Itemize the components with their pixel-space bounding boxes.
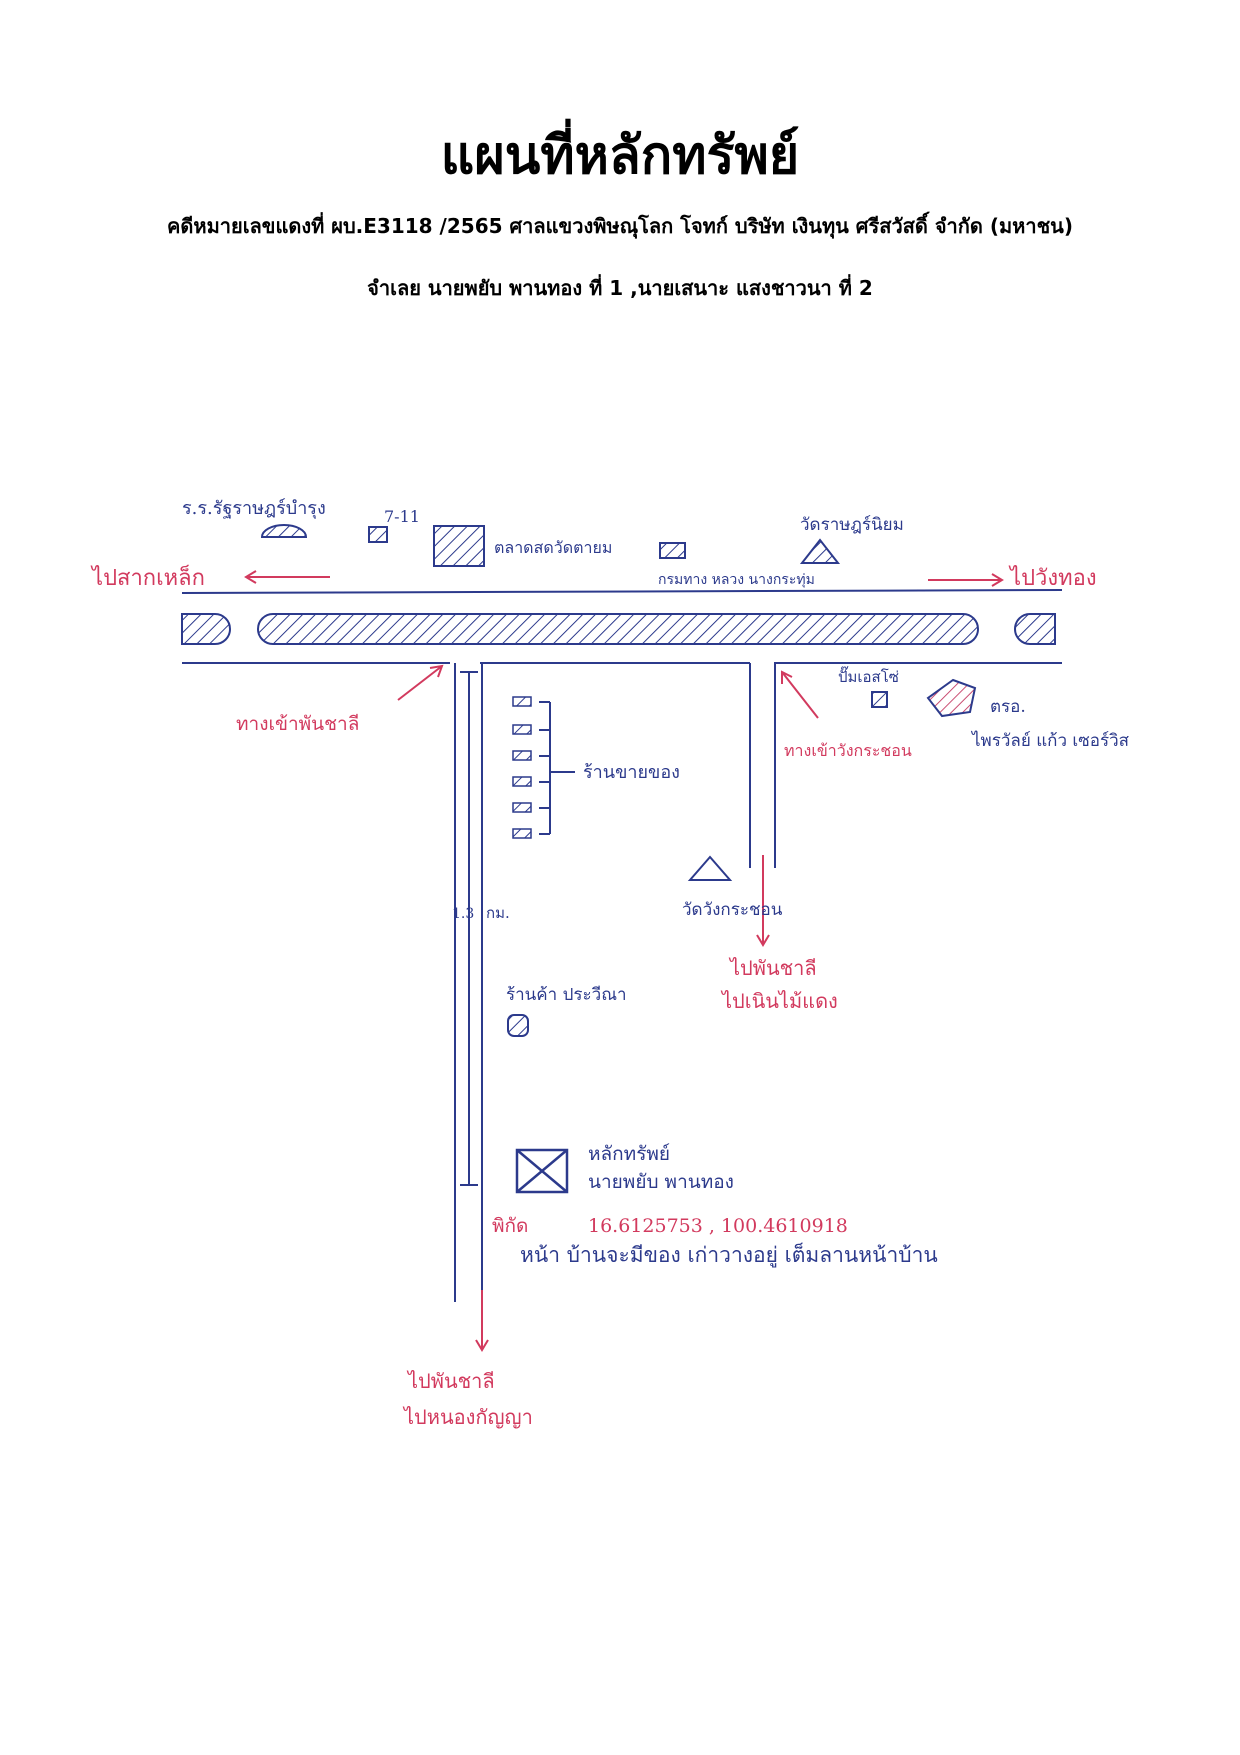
property-note: หน้า บ้านจะมีของ เก่าวางอยู่ เต็มลานหน้า…	[520, 1241, 938, 1268]
property-marker-icon	[515, 1148, 569, 1194]
arrow-entrance-right	[781, 671, 819, 719]
shops-label: ร้านขายของ	[583, 762, 680, 783]
shop-icon	[512, 776, 532, 787]
to-south-left-label-2: ไปหนองกัญญา	[402, 1405, 533, 1429]
shop-icon	[512, 724, 532, 735]
market-label: ตลาดสดวัดตายม	[494, 538, 612, 557]
seven-eleven-icon	[368, 526, 388, 543]
property-owner-label: นายพยับ พานทอง	[588, 1171, 734, 1193]
hospital-icon	[260, 524, 308, 538]
gas-station-label: ปั๊มเอสโซ่	[838, 666, 899, 686]
entrance-right-label: ทางเข้าวังกระชอน	[784, 741, 912, 760]
distance-value: 1.3	[452, 906, 474, 922]
page-title: แผนที่หลักทรัพย์	[440, 126, 800, 186]
police-label: ตรอ.	[990, 697, 1026, 717]
coordinate-label: พิกัด	[492, 1215, 528, 1237]
median-end-east	[1014, 613, 1056, 645]
property-label: หลักทรัพย์	[588, 1143, 670, 1165]
gas-station-icon	[871, 691, 888, 708]
shop-icon	[512, 828, 532, 839]
market-icon	[433, 525, 485, 567]
case-number-line: คดีหมายเลขแดงที่ ผบ.E3118 /2565 ศาลแขวงพ…	[167, 214, 1073, 238]
temple-top-label: วัดราษฎร์นิยม	[800, 515, 904, 535]
highways-dept-icon	[659, 542, 686, 559]
shop-pravina-label: ร้านค้า ประวีณา	[506, 985, 627, 1005]
arrow-entrance-left	[397, 665, 443, 701]
distance-unit: กม.	[486, 904, 510, 922]
seven-eleven-label: 7-11	[384, 507, 420, 526]
coordinate-value: 16.6125753 , 100.4610918	[588, 1215, 848, 1237]
police-icon	[926, 678, 977, 718]
temple-bottom-icon	[687, 855, 733, 881]
temple-icon	[799, 538, 841, 564]
to-south-right-label-1: ไปพันชาลี	[728, 956, 817, 980]
shop-icon	[512, 802, 532, 813]
highway-median	[257, 613, 979, 645]
defendant-line: จำเลย นายพยับ พานทอง ที่ 1 ,นายเสนาะ แสง…	[367, 276, 873, 300]
to-west-label: ไปสากเหล็ก	[90, 563, 205, 591]
median-end-west	[181, 613, 231, 645]
entrance-left-label: ทางเข้าพันชาลี	[236, 713, 359, 735]
shop-icon	[512, 696, 532, 707]
temple-bottom-label: วัดวังกระชอน	[682, 900, 783, 920]
highway-north-edge	[181, 589, 1063, 594]
service-shop-label: ไพรวัลย์ แก้ว เซอร์วิส	[970, 730, 1130, 751]
hospital-label: ร.ร.รัฐราษฎร์บำรุง	[182, 498, 326, 519]
to-south-left-label-1: ไปพันชาลี	[406, 1369, 495, 1393]
to-east-label: ไปวังทอง	[1008, 565, 1097, 591]
highways-dept-label: กรมทาง หลวง นางกระทุ่ม	[658, 572, 815, 588]
shop-icon	[512, 750, 532, 761]
shop-pravina-icon	[507, 1014, 529, 1037]
to-south-right-label-2: ไปเนินไม้แดง	[720, 989, 838, 1013]
